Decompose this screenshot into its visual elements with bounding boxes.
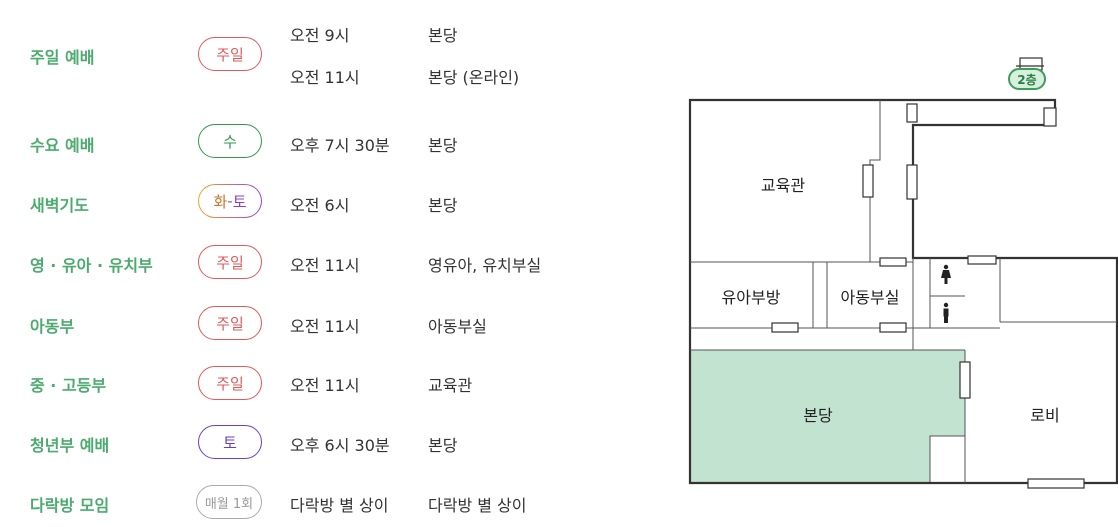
stair-lines xyxy=(995,65,1050,101)
service-place: 본당 xyxy=(428,26,458,45)
day-badge: 주일 xyxy=(198,245,262,279)
sanctuary-area xyxy=(690,350,965,483)
woman-icon xyxy=(941,264,951,284)
room-label-lobby: 로비 xyxy=(1030,406,1060,425)
day-badge: 수 xyxy=(198,124,262,158)
room-label-sanctuary: 본당 xyxy=(803,406,833,425)
service-time: 오전 11시 xyxy=(290,256,360,275)
service-place: 본당 xyxy=(428,196,458,215)
service-time: 오전 11시 xyxy=(290,317,360,336)
room-label-children: 아동부실 xyxy=(840,288,900,307)
room-label-infant: 유아부방 xyxy=(721,288,781,307)
badge-separator: - xyxy=(227,192,233,210)
service-place: 본당 xyxy=(428,136,458,155)
service-time: 오후 6시 30분 xyxy=(290,436,390,455)
day-badge: 주일 xyxy=(198,306,262,340)
service-time: 다락방 별 상이 xyxy=(290,496,389,515)
doors xyxy=(771,57,1085,489)
day-badge: 매월 1회 xyxy=(196,485,262,519)
badge-day-to: 토 xyxy=(232,192,247,211)
service-place: 영유아, 유치부실 xyxy=(428,256,542,275)
service-name: 중 · 고등부 xyxy=(30,376,107,395)
service-name: 아동부 xyxy=(30,317,75,336)
sanctuary-notch xyxy=(929,435,966,484)
service-place: 본당 xyxy=(428,436,458,455)
badge-day-from: 화 xyxy=(213,192,228,211)
floor-badge-2f: 2층 xyxy=(1008,68,1046,90)
service-place: 아동부실 xyxy=(428,317,487,336)
worship-schedule: 주일 예배 주일 오전 9시 본당 오전 11시 본당 (온라인) 수요 예배 … xyxy=(30,26,542,519)
service-time: 오전 9시 xyxy=(290,26,350,45)
room-label-education: 교육관 xyxy=(760,176,806,195)
service-name: 청년부 예배 xyxy=(30,436,110,455)
service-place: 교육관 xyxy=(428,376,473,395)
day-badge: 주일 xyxy=(198,37,262,71)
service-time: 오전 11시 xyxy=(290,376,360,395)
service-name: 영 · 유아 · 유치부 xyxy=(30,256,153,275)
service-name: 주일 예배 xyxy=(30,48,95,67)
service-name: 수요 예배 xyxy=(30,136,95,155)
service-place: 다락방 별 상이 xyxy=(428,496,527,515)
day-badge: 주일 xyxy=(198,366,262,400)
service-name: 새벽기도 xyxy=(30,196,89,215)
service-time: 오전 11시 xyxy=(290,68,360,87)
service-time: 오후 7시 30분 xyxy=(290,136,390,155)
service-place: 본당 (온라인) xyxy=(428,68,520,87)
day-badge: 토 xyxy=(198,425,262,459)
service-time: 오전 6시 xyxy=(290,196,350,215)
man-icon xyxy=(943,302,949,323)
day-badge: 화-토 xyxy=(198,184,262,218)
service-name: 다락방 모임 xyxy=(30,496,110,515)
